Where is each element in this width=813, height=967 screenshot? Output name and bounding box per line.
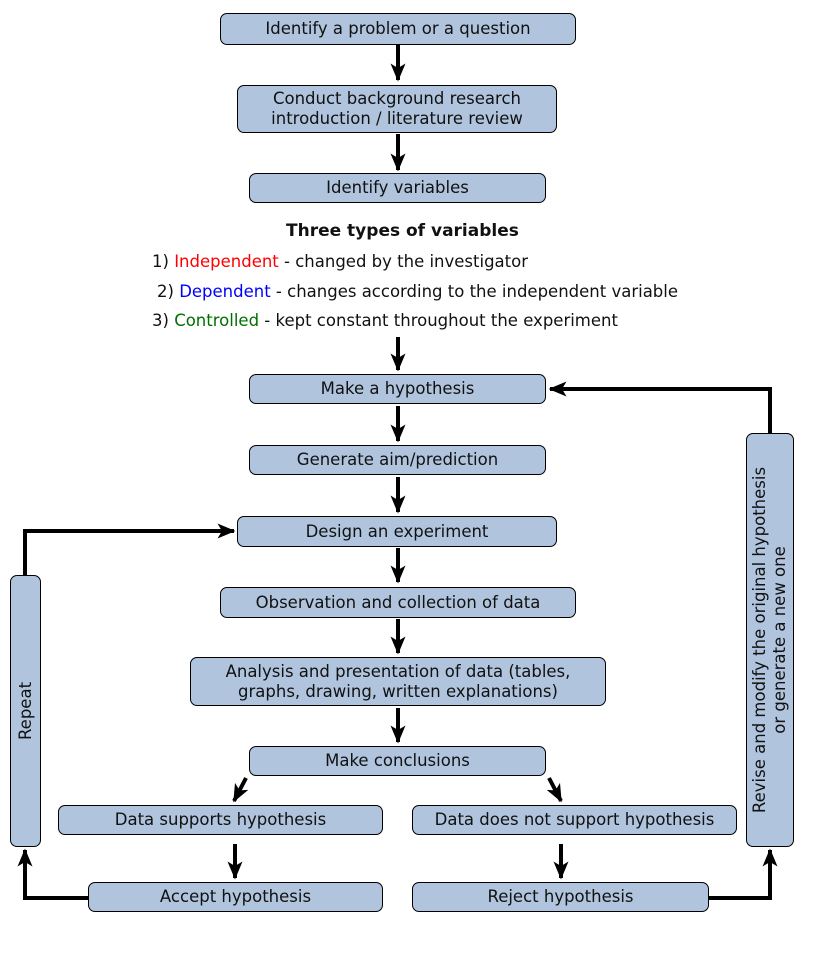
revise-line2: or generate a new one: [770, 546, 789, 734]
identify-problem-node: Identify a problem or a question: [220, 13, 576, 45]
identify-variables-node: Identify variables: [249, 173, 546, 203]
analysis-line1: Analysis and presentation of data (table…: [225, 661, 571, 681]
arrow-conclusions-to-not-support: [546, 777, 563, 803]
variable-term: Dependent: [179, 282, 271, 301]
variables-heading: Three types of variables: [286, 221, 519, 241]
repeat-node: Repeat: [10, 575, 41, 847]
analysis-line2: graphs, drawing, written explanations): [238, 681, 558, 701]
arrow-repeat-to-design: [23, 523, 236, 575]
generate-aim-node: Generate aim/prediction: [249, 445, 546, 475]
data-not-support-node: Data does not support hypothesis: [412, 805, 737, 835]
observation-node: Observation and collection of data: [220, 587, 576, 618]
revise-hypothesis-node: Revise and modify the original hypothesi…: [746, 433, 794, 847]
background-research-node: Conduct background research introduction…: [237, 85, 557, 133]
variable-number: 3): [152, 311, 169, 330]
variable-item-dependent: 2) Dependent - changes according to the …: [157, 282, 678, 302]
background-research-line2: introduction / literature review: [271, 109, 523, 128]
arrow-revise-to-hypothesis: [548, 381, 772, 433]
accept-hypothesis-node: Accept hypothesis: [88, 882, 383, 912]
make-hypothesis-node: Make a hypothesis: [249, 374, 546, 404]
design-experiment-label: Design an experiment: [305, 521, 489, 541]
variable-item-controlled: 3) Controlled - kept constant throughout…: [152, 311, 618, 331]
variable-term: Independent: [174, 252, 279, 271]
arrow-reject-to-revise: [709, 848, 778, 900]
background-research-line1: Conduct background research: [272, 89, 521, 108]
variable-number: 1): [152, 252, 169, 271]
variable-item-independent: 1) Independent - changed by the investig…: [152, 252, 528, 272]
reject-hypothesis-label: Reject hypothesis: [487, 887, 634, 906]
accept-hypothesis-label: Accept hypothesis: [159, 887, 312, 906]
arrow-accept-to-repeat: [17, 848, 88, 900]
design-experiment-node: Design an experiment: [237, 516, 557, 547]
arrow-conclusions-to-supports: [232, 777, 249, 803]
analysis-node: Analysis and presentation of data (table…: [190, 657, 606, 706]
variable-description: - changes according to the independent v…: [270, 282, 679, 301]
data-supports-label: Data supports hypothesis: [114, 810, 327, 829]
revise-line1: Revise and modify the original hypothesi…: [750, 466, 769, 814]
make-conclusions-label: Make conclusions: [325, 751, 470, 770]
identify-variables-label: Identify variables: [326, 178, 469, 197]
make-conclusions-node: Make conclusions: [249, 746, 546, 776]
data-not-support-label: Data does not support hypothesis: [434, 810, 715, 829]
repeat-label: Repeat: [15, 681, 35, 741]
generate-aim-label: Generate aim/prediction: [296, 450, 499, 469]
reject-hypothesis-node: Reject hypothesis: [412, 882, 709, 912]
variable-description: - changed by the investigator: [278, 252, 529, 271]
variable-number: 2): [157, 282, 174, 301]
identify-problem-label: Identify a problem or a question: [265, 19, 531, 38]
observation-label: Observation and collection of data: [255, 592, 541, 612]
data-supports-node: Data supports hypothesis: [58, 805, 383, 835]
variable-description: - kept constant throughout the experimen…: [259, 311, 618, 330]
make-hypothesis-label: Make a hypothesis: [320, 379, 475, 398]
variable-term: Controlled: [174, 311, 260, 330]
